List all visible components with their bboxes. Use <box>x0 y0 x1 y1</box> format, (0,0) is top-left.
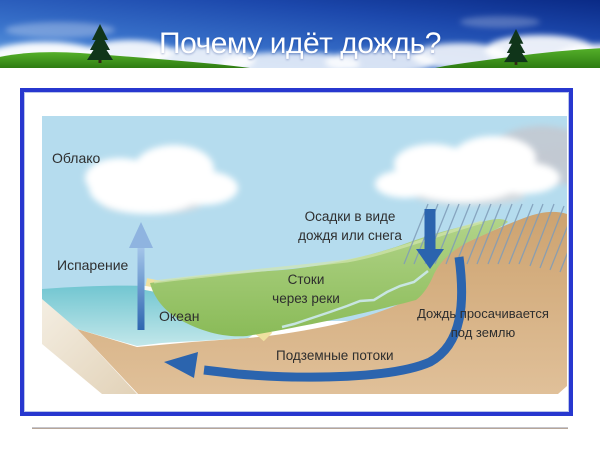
footer-divider <box>32 427 568 429</box>
label-cloud: Облако <box>52 150 101 166</box>
label-ocean: Океан <box>159 308 200 324</box>
page-title: Почему идёт дождь? <box>159 27 441 60</box>
precipitation-arrow-icon <box>416 209 444 269</box>
label-precipitation: Осадки в виде дождя или снега <box>298 209 402 243</box>
label-groundwater: Подземные потоки <box>276 348 394 363</box>
river-line <box>281 270 429 329</box>
label-seepage: Дождь просачивается под землю <box>417 306 549 340</box>
slab-base-mask <box>42 394 567 402</box>
cloud-left-icon <box>85 145 238 214</box>
green-land-shape <box>150 218 508 337</box>
banner-sky-art <box>0 0 600 68</box>
tree-icon <box>87 24 113 63</box>
header-banner: Почему идёт дождь? <box>0 0 600 68</box>
label-evaporation: Испарение <box>57 257 129 273</box>
banner-grass-left <box>0 52 250 68</box>
label-river-runoff: Стоки через реки <box>272 272 340 306</box>
groundwater-arrow-icon <box>164 256 467 382</box>
evaporation-arrow-icon <box>129 222 153 330</box>
tree-icon <box>504 29 528 65</box>
water-cycle-illustration <box>42 116 567 402</box>
cloud-rain-icon <box>375 136 560 205</box>
slab-side-face <box>42 299 137 394</box>
diagram-frame: Облако Испарение Океан Осадки в виде дож… <box>20 88 573 416</box>
